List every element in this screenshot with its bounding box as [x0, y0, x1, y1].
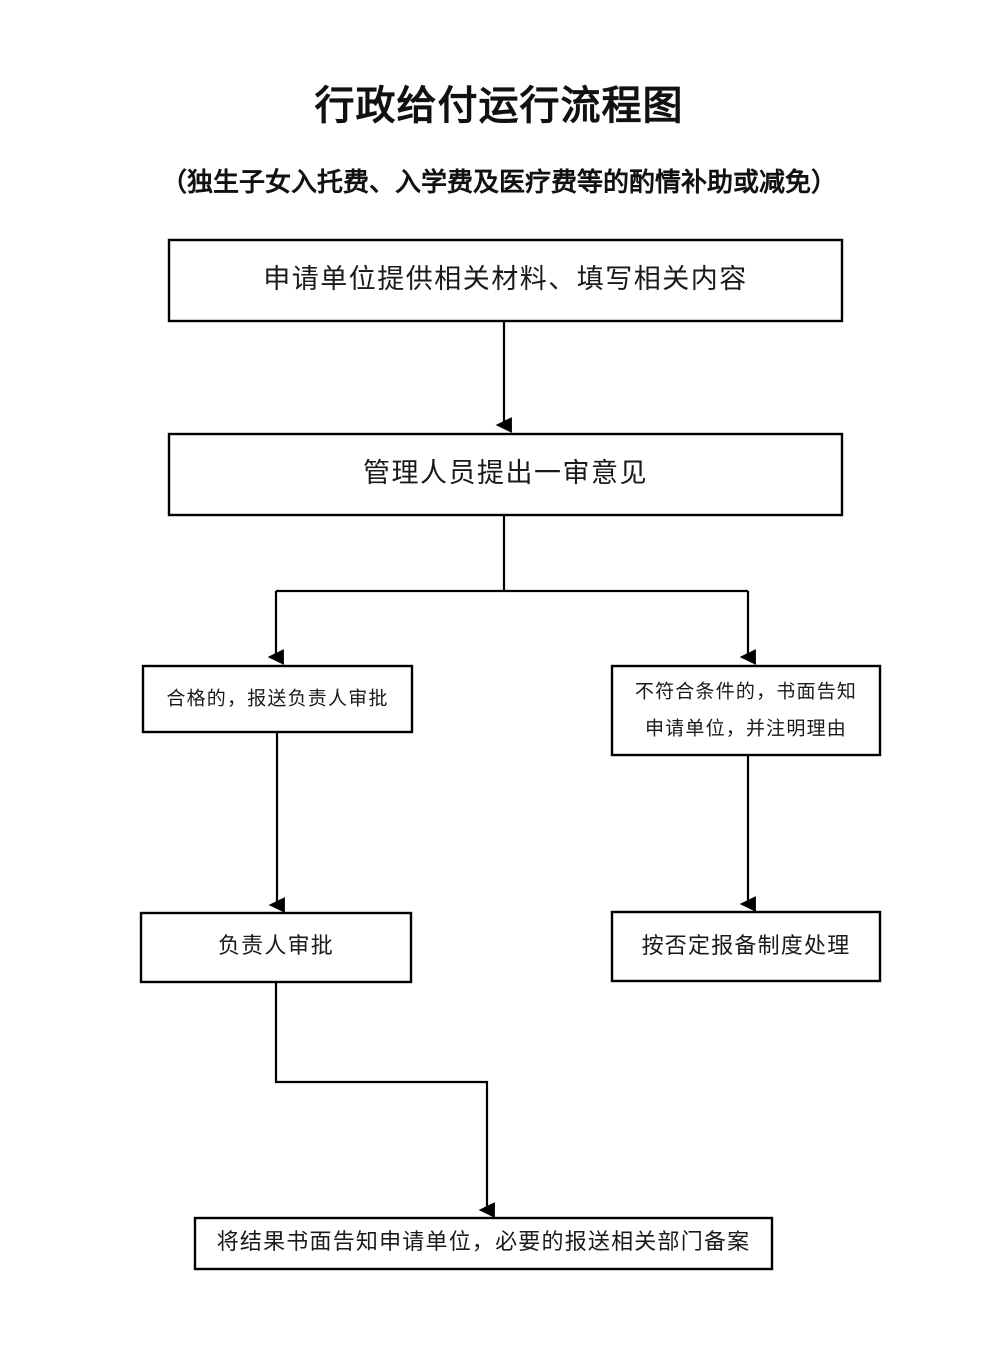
node-apply-materials-label: 申请单位提供相关材料、填写相关内容 — [263, 264, 748, 294]
page-title: 行政给付运行流程图 — [314, 83, 684, 129]
node-not-qualified-notify — [610, 664, 882, 757]
node-first-review-opinion-label: 管理人员提出一审意见 — [363, 458, 648, 488]
node-final-written-notice-label: 将结果书面告知申请单位，必要的报送相关部门备案 — [217, 1229, 751, 1254]
node-final-written-notice — [193, 1216, 774, 1271]
node-not-qualified-notify-label-line2: 申请单位，并注明理由 — [645, 717, 847, 739]
node-not-qualified-notify-label-line1: 不符合条件的，书面告知 — [635, 680, 857, 702]
node-negative-filing-process-label: 按否定报备制度处理 — [642, 933, 851, 958]
page-subtitle: （独生子女入托费、入学费及医疗费等的酌情补助或减免） — [160, 168, 837, 198]
node-apply-materials — [167, 238, 844, 323]
node-qualified-submit-approval-label: 合格的，报送负责人审批 — [166, 687, 388, 709]
node-first-review-opinion — [167, 432, 844, 517]
edge-approval-to-final-notice — [274, 982, 495, 1218]
node-qualified-submit-approval — [141, 664, 414, 734]
node-negative-filing-process — [610, 910, 882, 983]
node-responsible-approval-label: 负责人审批 — [218, 933, 334, 958]
